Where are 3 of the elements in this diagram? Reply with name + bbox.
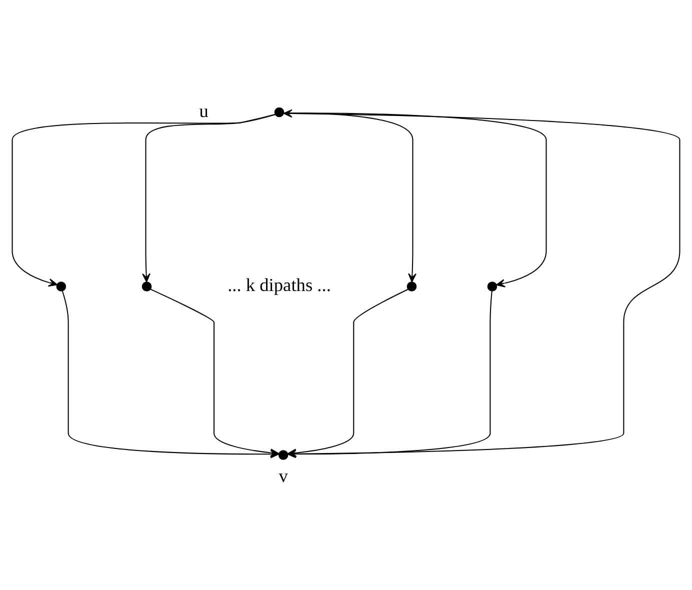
node-label: u [199,100,208,121]
node-label: v [278,466,288,486]
label: ... k dipaths ... [228,275,331,296]
